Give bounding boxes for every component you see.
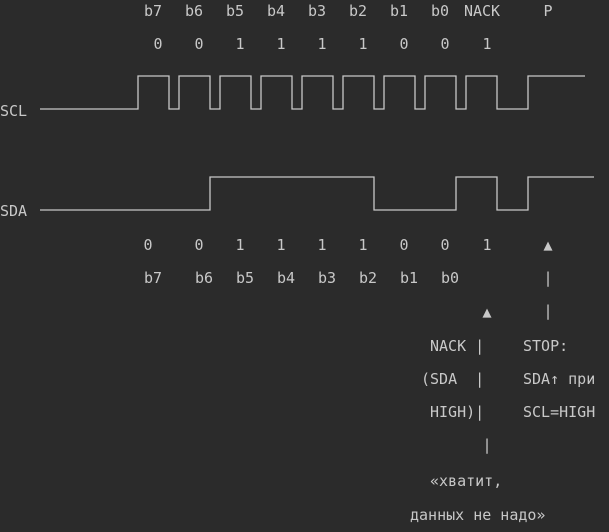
top-bit-value: 1 [358,35,368,53]
nack-note-line: (SDA | [421,370,485,388]
scl-signal-label: SCL [0,102,28,120]
bottom-bit-value: 1 [276,236,286,254]
bottom-bit-value: 0 [440,236,450,254]
stop-note-line: SDA↑ при [523,370,596,388]
top-bit-label-nack: NACK [463,2,501,20]
bottom-bit-value: 1 [358,236,368,254]
nack-arrow-icon: ▲ [482,303,492,321]
top-bit-label-b4: b4 [266,2,286,20]
quote-line: «хватит, [430,472,503,490]
bottom-bit-value: 1 [317,236,327,254]
bottom-bit-label-b2: b2 [358,269,378,287]
bottom-bit-value: 1 [235,236,245,254]
top-bit-value: 1 [482,35,492,53]
top-bit-value: 0 [153,35,163,53]
bottom-bit-label-b4: b4 [276,269,296,287]
top-bit-value: 0 [440,35,450,53]
bottom-bit-value: 0 [194,236,204,254]
sda-signal-label: SDA [0,202,28,220]
bottom-bit-label-b6: b6 [194,269,214,287]
top-bit-label-b2: b2 [348,2,368,20]
scl-waveform [40,75,585,110]
stop-arrow-icon: ▲ [543,236,553,254]
bottom-bit-label-b5: b5 [235,269,255,287]
nack-note-line: HIGH)| [430,403,485,421]
bottom-bit-value: 1 [482,236,492,254]
top-bit-value: 1 [276,35,286,53]
nack-note-line: | [482,436,492,454]
top-bit-value: 1 [235,35,245,53]
bottom-bit-value: 0 [143,236,153,254]
stop-pointer-bar: | [543,302,553,320]
bottom-bit-label-b7: b7 [143,269,163,287]
top-bit-label-b6: b6 [184,2,204,20]
top-bit-value: 1 [317,35,327,53]
sda-waveform [40,176,594,211]
nack-note-line: NACK | [430,337,485,355]
quote-line: данных не надо» [410,506,546,524]
top-bit-label-b5: b5 [225,2,245,20]
top-bit-value: 0 [399,35,409,53]
stop-pointer-bar: | [543,269,553,287]
stop-note-line: STOP: [523,337,569,355]
top-bit-label-b1: b1 [389,2,409,20]
bottom-bit-label-b1: b1 [399,269,419,287]
bottom-bit-label-b3: b3 [317,269,337,287]
top-bit-label-b0: b0 [430,2,450,20]
bottom-bit-label-b0: b0 [440,269,460,287]
top-bit-value: 0 [194,35,204,53]
top-bit-label-b3: b3 [307,2,327,20]
bottom-bit-value: 0 [399,236,409,254]
top-bit-label-b7: b7 [143,2,163,20]
top-bit-label-stop: P [543,2,553,20]
stop-note-line: SCL=HIGH [523,403,596,421]
